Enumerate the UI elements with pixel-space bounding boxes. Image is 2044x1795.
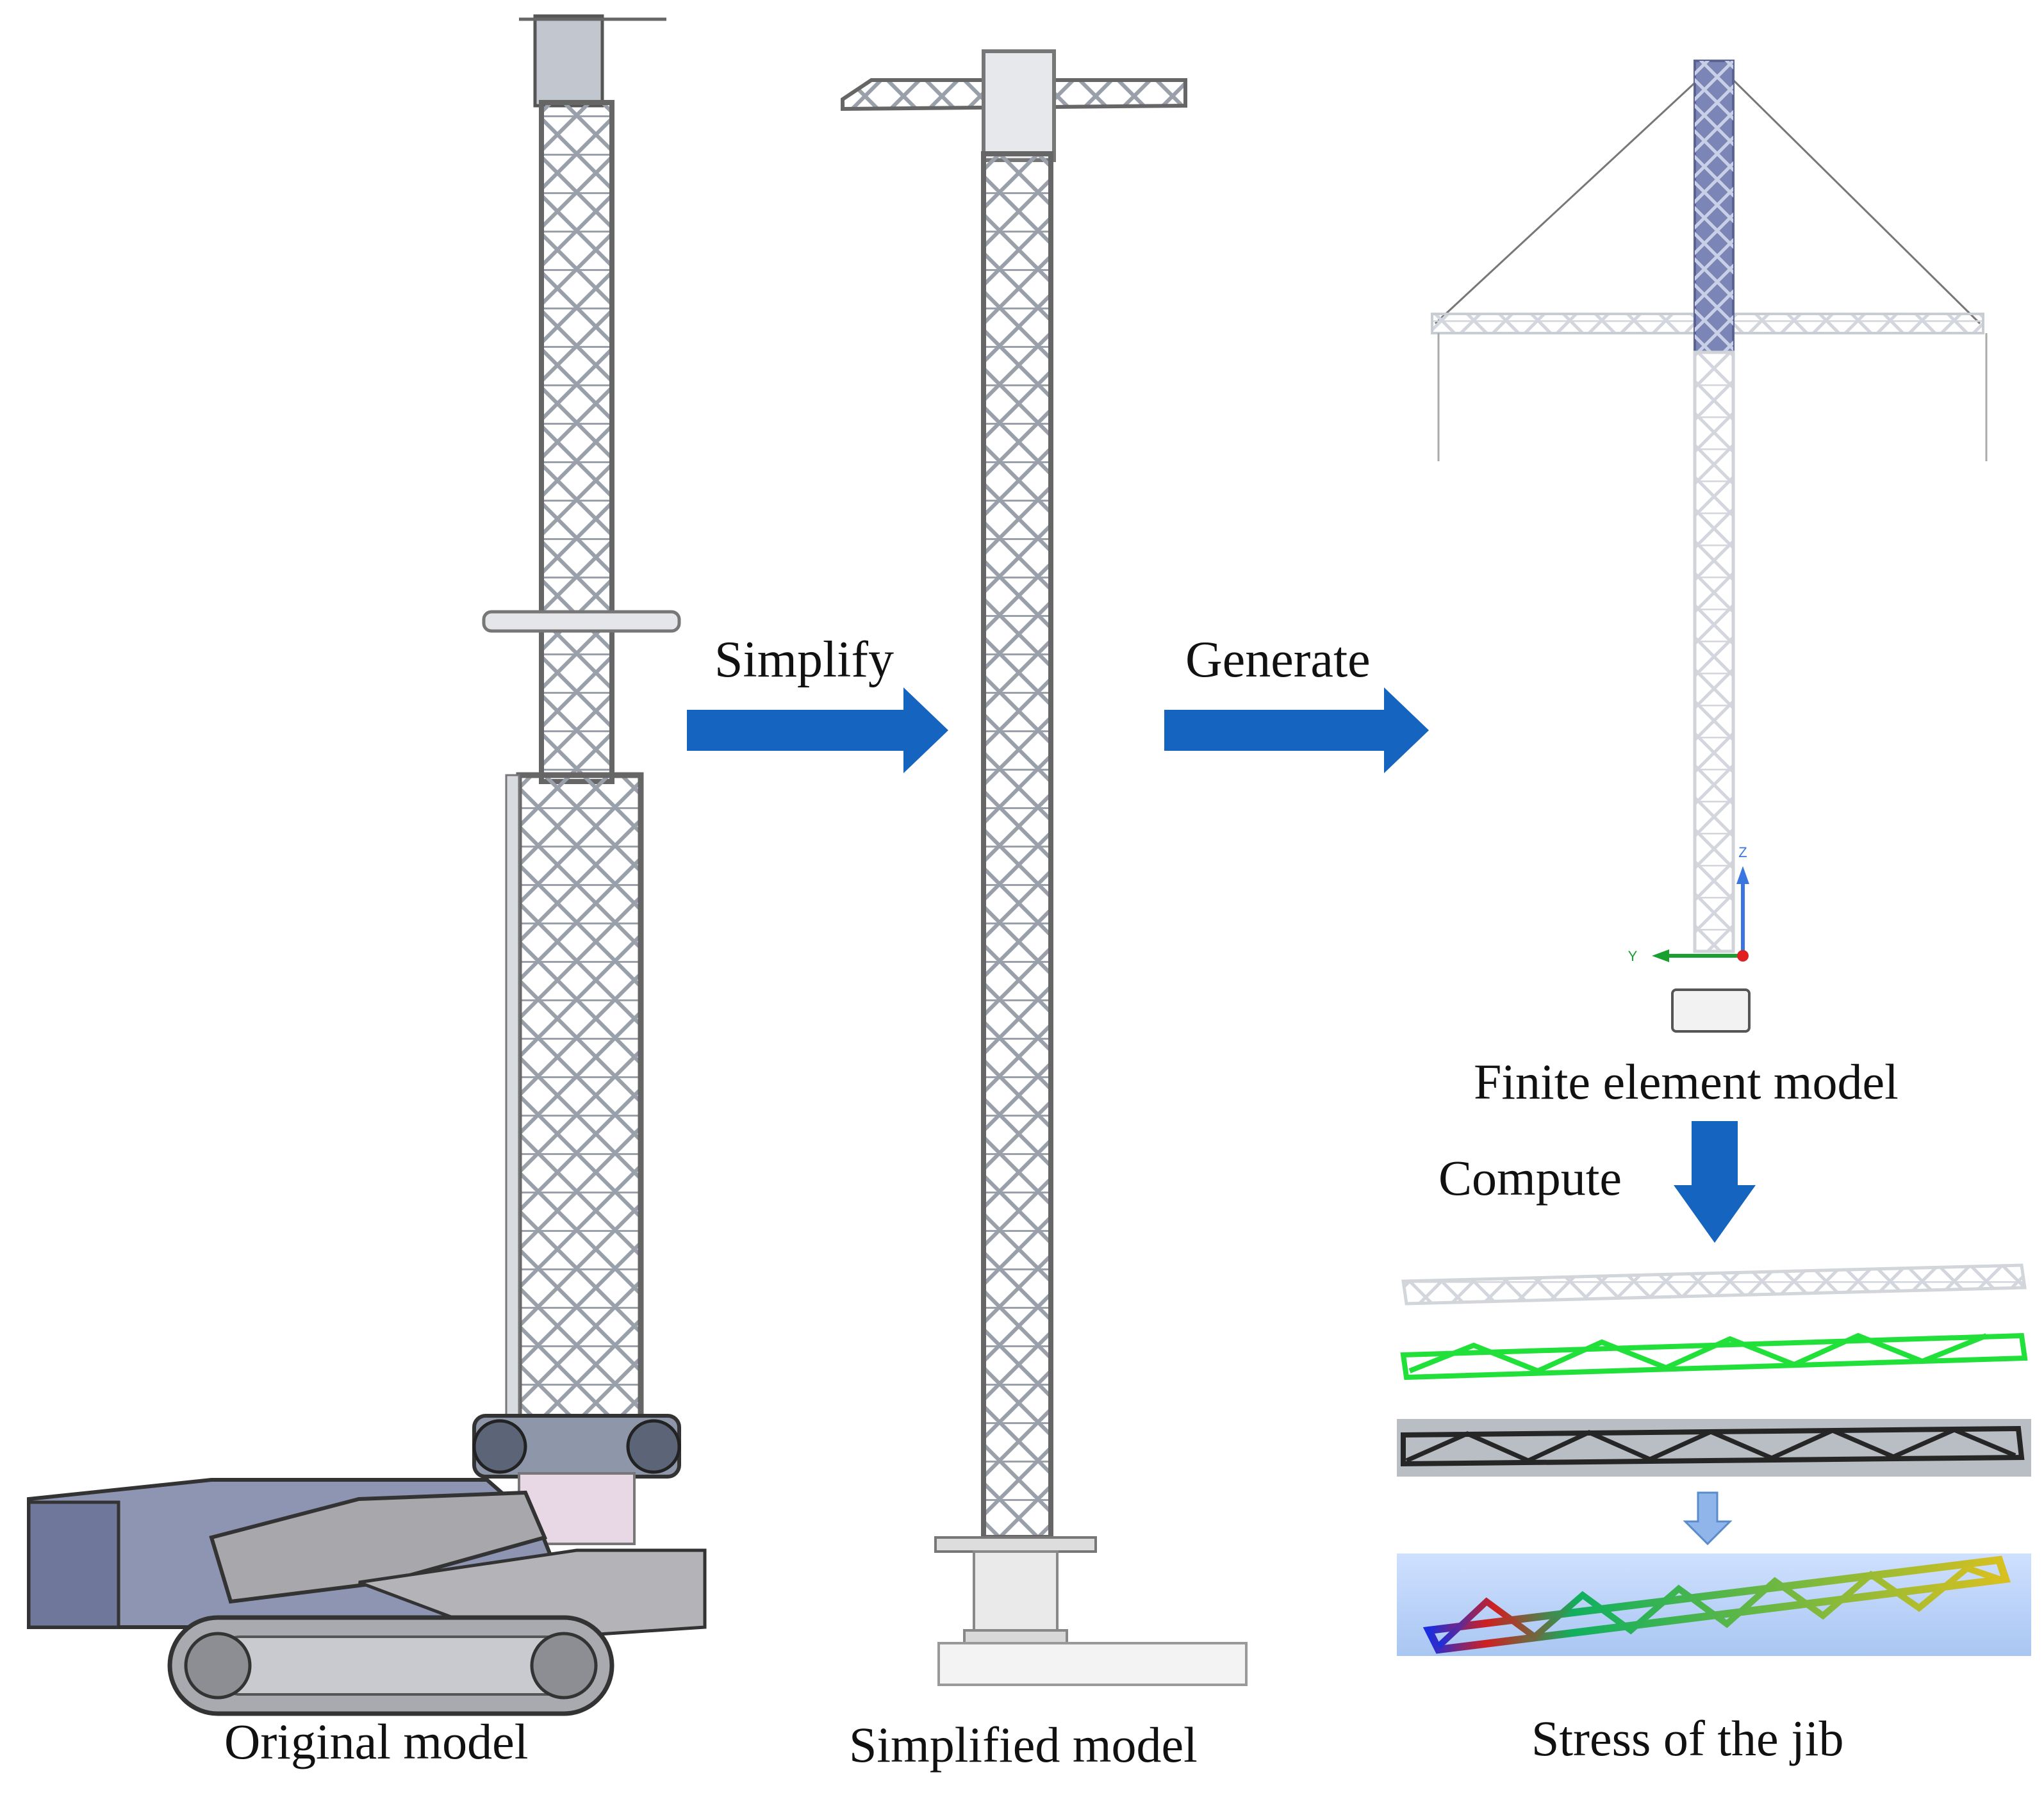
simplified-model-label: Simplified model <box>849 1717 1198 1773</box>
arrow-down-icon <box>1683 1491 1733 1546</box>
finite-element-model: Z Y <box>1431 60 1988 1033</box>
stress-label: Stress of the jib <box>1531 1710 1844 1766</box>
compute-arrow <box>1674 1121 1756 1243</box>
axis-triad-icon: Z Y <box>1628 844 1749 964</box>
original-model <box>27 14 707 1716</box>
generate-arrow <box>1164 687 1429 773</box>
original-model-label: Original model <box>224 1714 529 1769</box>
simplified-model <box>841 49 1248 1686</box>
simplify-label: Simplify <box>714 632 894 688</box>
stress-panels <box>1397 1259 2031 1656</box>
generate-label: Generate <box>1185 632 1371 688</box>
axis-y-label: Y <box>1628 948 1638 964</box>
fem-label: Finite element model <box>1474 1054 1899 1110</box>
compute-label: Compute <box>1438 1150 1622 1206</box>
simplify-arrow <box>687 687 948 773</box>
axis-z-label: Z <box>1738 844 1747 860</box>
